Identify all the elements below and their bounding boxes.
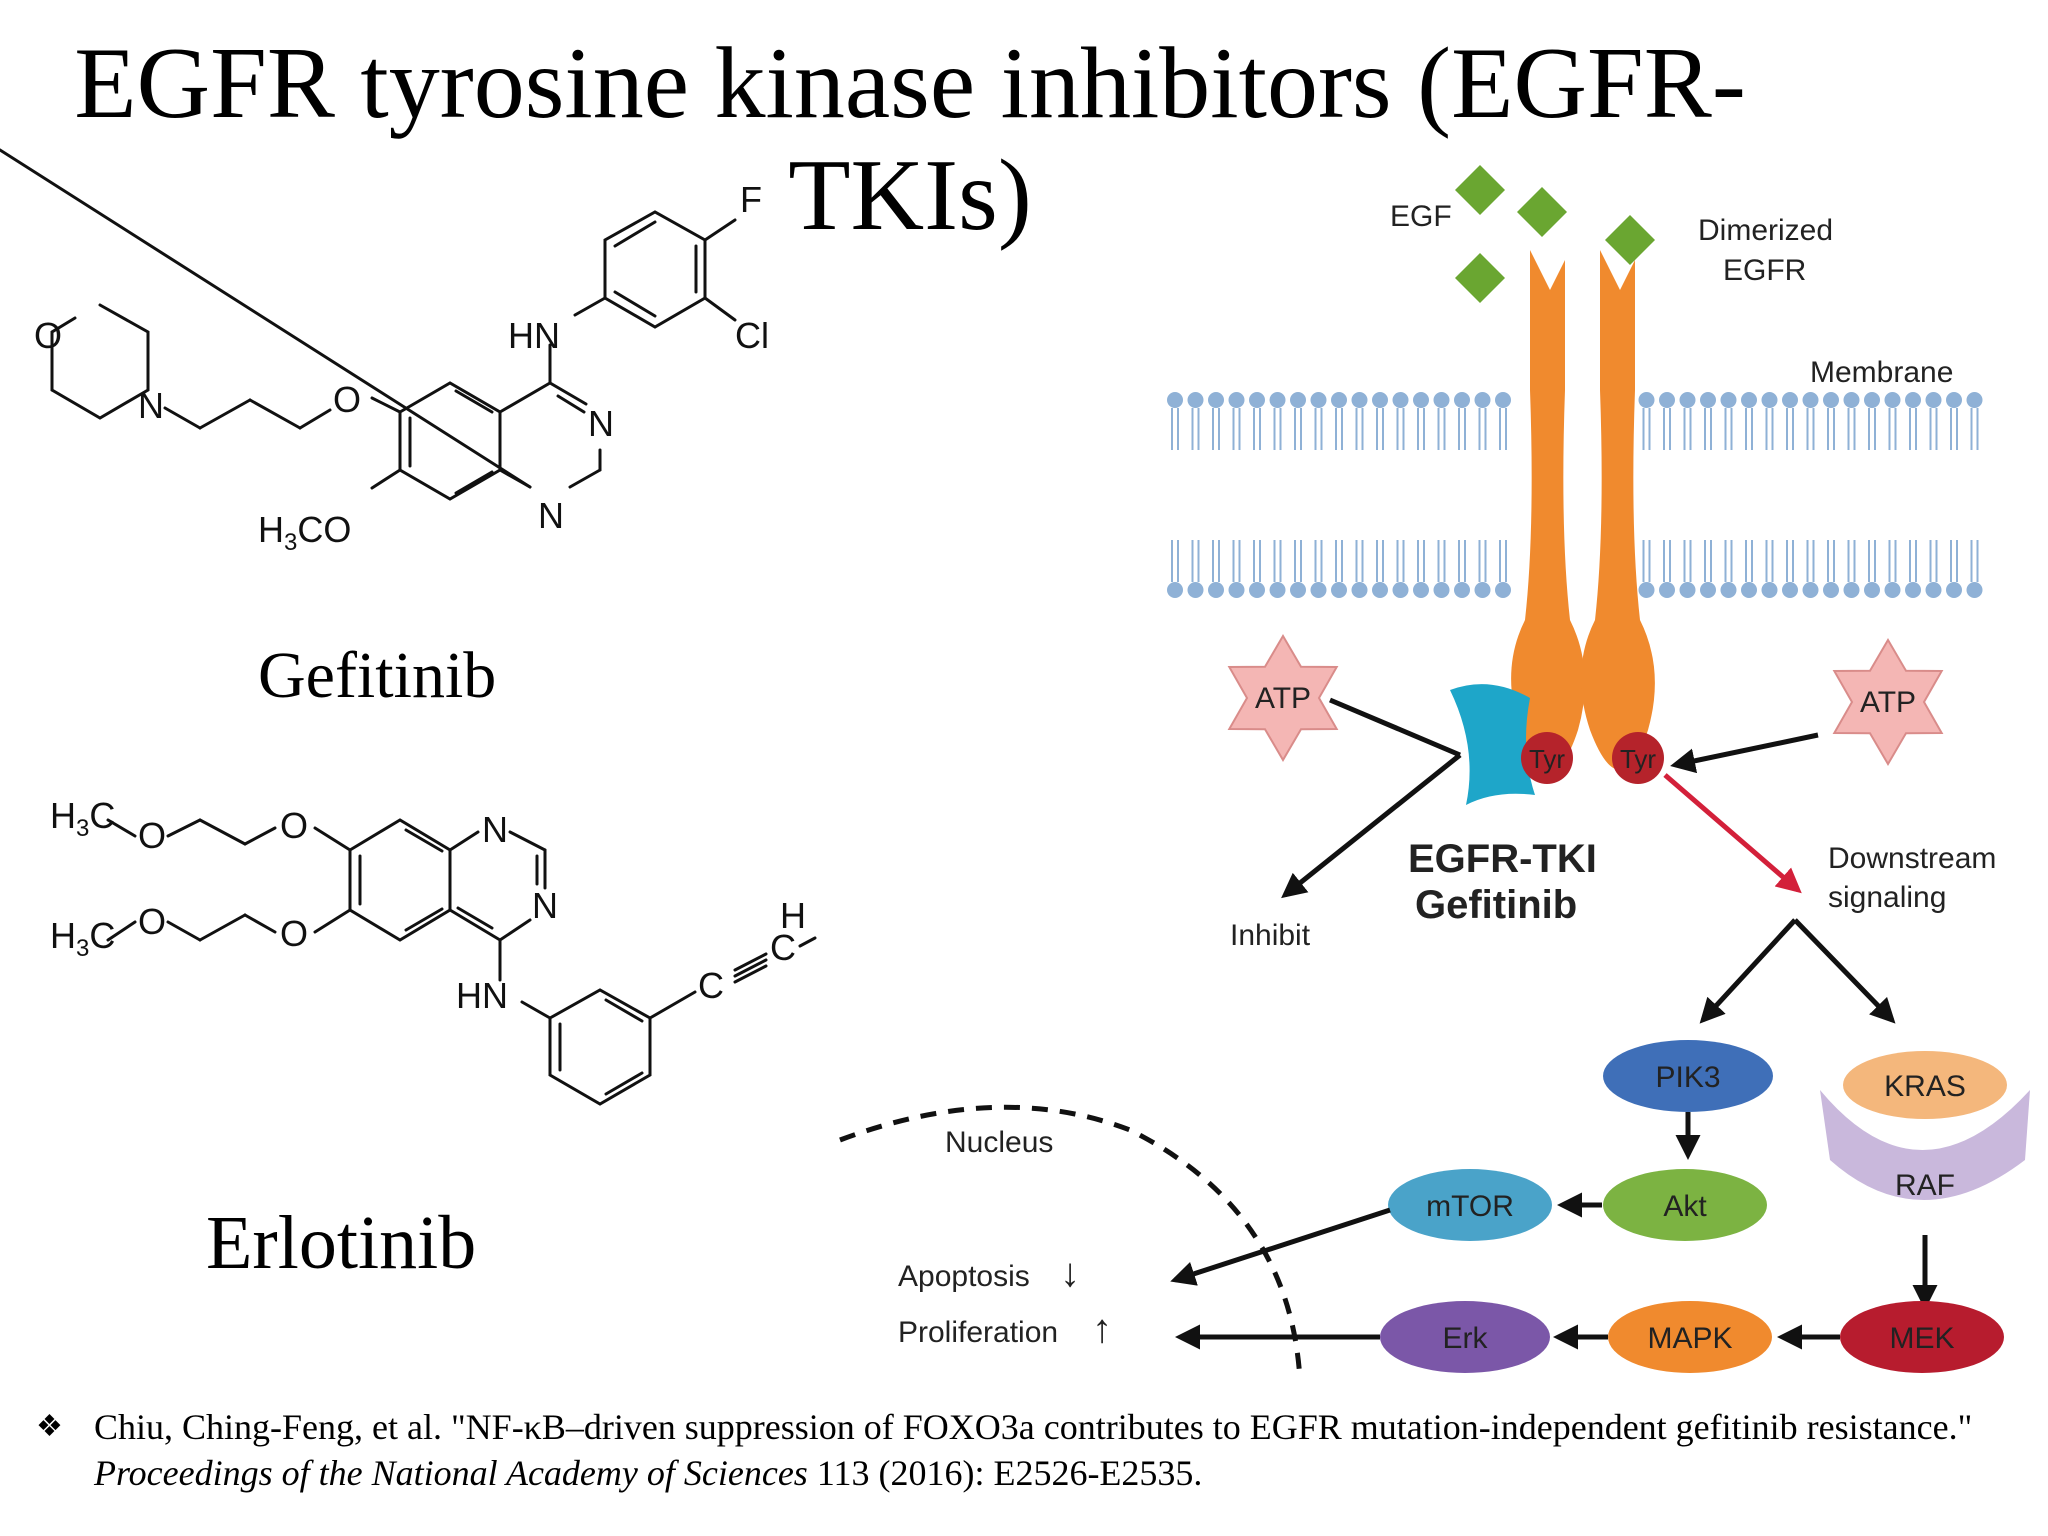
egfr-tki-label: EGFR-TKI (1408, 837, 1597, 881)
node-mapk: MAPK (1608, 1301, 1772, 1373)
node-akt: Akt (1603, 1169, 1767, 1241)
svg-text:Erk: Erk (1443, 1322, 1489, 1355)
atom-n-ring-2: N (538, 495, 564, 536)
atom-h3c-b: H3C (50, 915, 115, 962)
egfr-receptor-right (1581, 250, 1655, 770)
svg-text:Tyr: Tyr (1620, 744, 1656, 774)
erlotinib-structure: H3C H3C O O O O N N HN C C H (50, 795, 817, 1106)
atom-n-2: N (532, 885, 558, 926)
svg-text:Akt: Akt (1663, 1190, 1707, 1223)
egfr-tki-block (1450, 684, 1535, 805)
apoptosis-down-arrow: ↓ (1060, 1251, 1080, 1295)
dimerized-egfr-label-2: EGFR (1723, 254, 1806, 287)
atom-n-ring-1: N (588, 403, 614, 444)
membrane-bilayer (1167, 392, 1983, 598)
node-mek: MEK (1840, 1301, 2004, 1373)
svg-text:MEK: MEK (1889, 1322, 1954, 1355)
inhibit-label: Inhibit (1230, 919, 1311, 952)
nucleus-label: Nucleus (945, 1126, 1053, 1159)
node-raf: RAF (1820, 1090, 2030, 1202)
svg-text:RAF: RAF (1895, 1169, 1955, 1202)
svg-text:ATP: ATP (1255, 682, 1311, 715)
atom-c-2: C (770, 927, 796, 968)
svg-text:KRAS: KRAS (1884, 1070, 1966, 1103)
downstream-label-1: Downstream (1828, 842, 1996, 875)
proliferation-up-arrow: ↑ (1092, 1307, 1112, 1351)
downstream-label-2: signaling (1828, 881, 1946, 914)
gefitinib-label-red: Gefitinib (1415, 883, 1577, 927)
atom-o-1: O (138, 815, 166, 856)
atom-o-2: O (280, 805, 308, 846)
membrane-label: Membrane (1810, 356, 1953, 389)
node-mtor: mTOR (1388, 1169, 1552, 1241)
atom-c-1: C (698, 965, 724, 1006)
atom-h3c-a: H3C (50, 795, 115, 842)
atom-o-3: O (138, 901, 166, 942)
egfr-pathway-diagram: EGF Dimerized EGFR Membrane ATP ATP Tyr … (839, 165, 2030, 1381)
atp-star-right: ATP (1832, 638, 1944, 766)
atp-star-left: ATP (1227, 634, 1339, 762)
atom-o-ether: O (333, 379, 361, 420)
atom-hn: HN (456, 975, 508, 1016)
erlotinib-label: Erlotinib (206, 1201, 477, 1285)
gefitinib-label: Gefitinib (258, 639, 497, 712)
citation-bullet: ❖ (36, 1410, 63, 1443)
atom-h: H (780, 895, 806, 936)
gefitinib-structure: F Cl HN O N O N N H3CO (0, 148, 769, 556)
citation-text: Chiu, Ching-Feng, et al. "NF-κB–driven s… (94, 1407, 1973, 1493)
tyr-right: Tyr (1612, 732, 1664, 784)
svg-text:mTOR: mTOR (1426, 1190, 1514, 1223)
atom-n-1: N (482, 809, 508, 850)
egfr-receptor-left (1511, 250, 1585, 770)
dimerized-egfr-label-1: Dimerized (1698, 214, 1833, 247)
atom-o-morpholine: O (34, 315, 62, 356)
citation-journal: Proceedings of the National Academy of S… (94, 1453, 808, 1493)
egf-label: EGF (1390, 200, 1452, 233)
atom-hn: HN (508, 315, 560, 356)
atom-h3co: H3CO (258, 509, 351, 556)
proliferation-label: Proliferation (898, 1316, 1058, 1349)
node-kras: KRAS (1843, 1051, 2007, 1119)
egf-ligands (1455, 165, 1655, 303)
node-pik3: PIK3 (1603, 1040, 1773, 1112)
atom-o-4: O (280, 913, 308, 954)
nucleus-boundary (839, 1104, 1303, 1381)
svg-text:ATP: ATP (1860, 686, 1916, 719)
atom-cl: Cl (735, 315, 769, 356)
svg-text:PIK3: PIK3 (1655, 1061, 1720, 1094)
page-title: EGFR tyrosine kinase inhibitors (EGFR-TK… (74, 27, 1746, 253)
tyr-left: Tyr (1521, 732, 1573, 784)
svg-text:MAPK: MAPK (1647, 1322, 1732, 1355)
apoptosis-label: Apoptosis (898, 1260, 1030, 1293)
atom-f: F (740, 179, 762, 220)
svg-text:Tyr: Tyr (1529, 744, 1565, 774)
atom-n-morpholine: N (138, 385, 164, 426)
node-erk: Erk (1380, 1301, 1550, 1373)
